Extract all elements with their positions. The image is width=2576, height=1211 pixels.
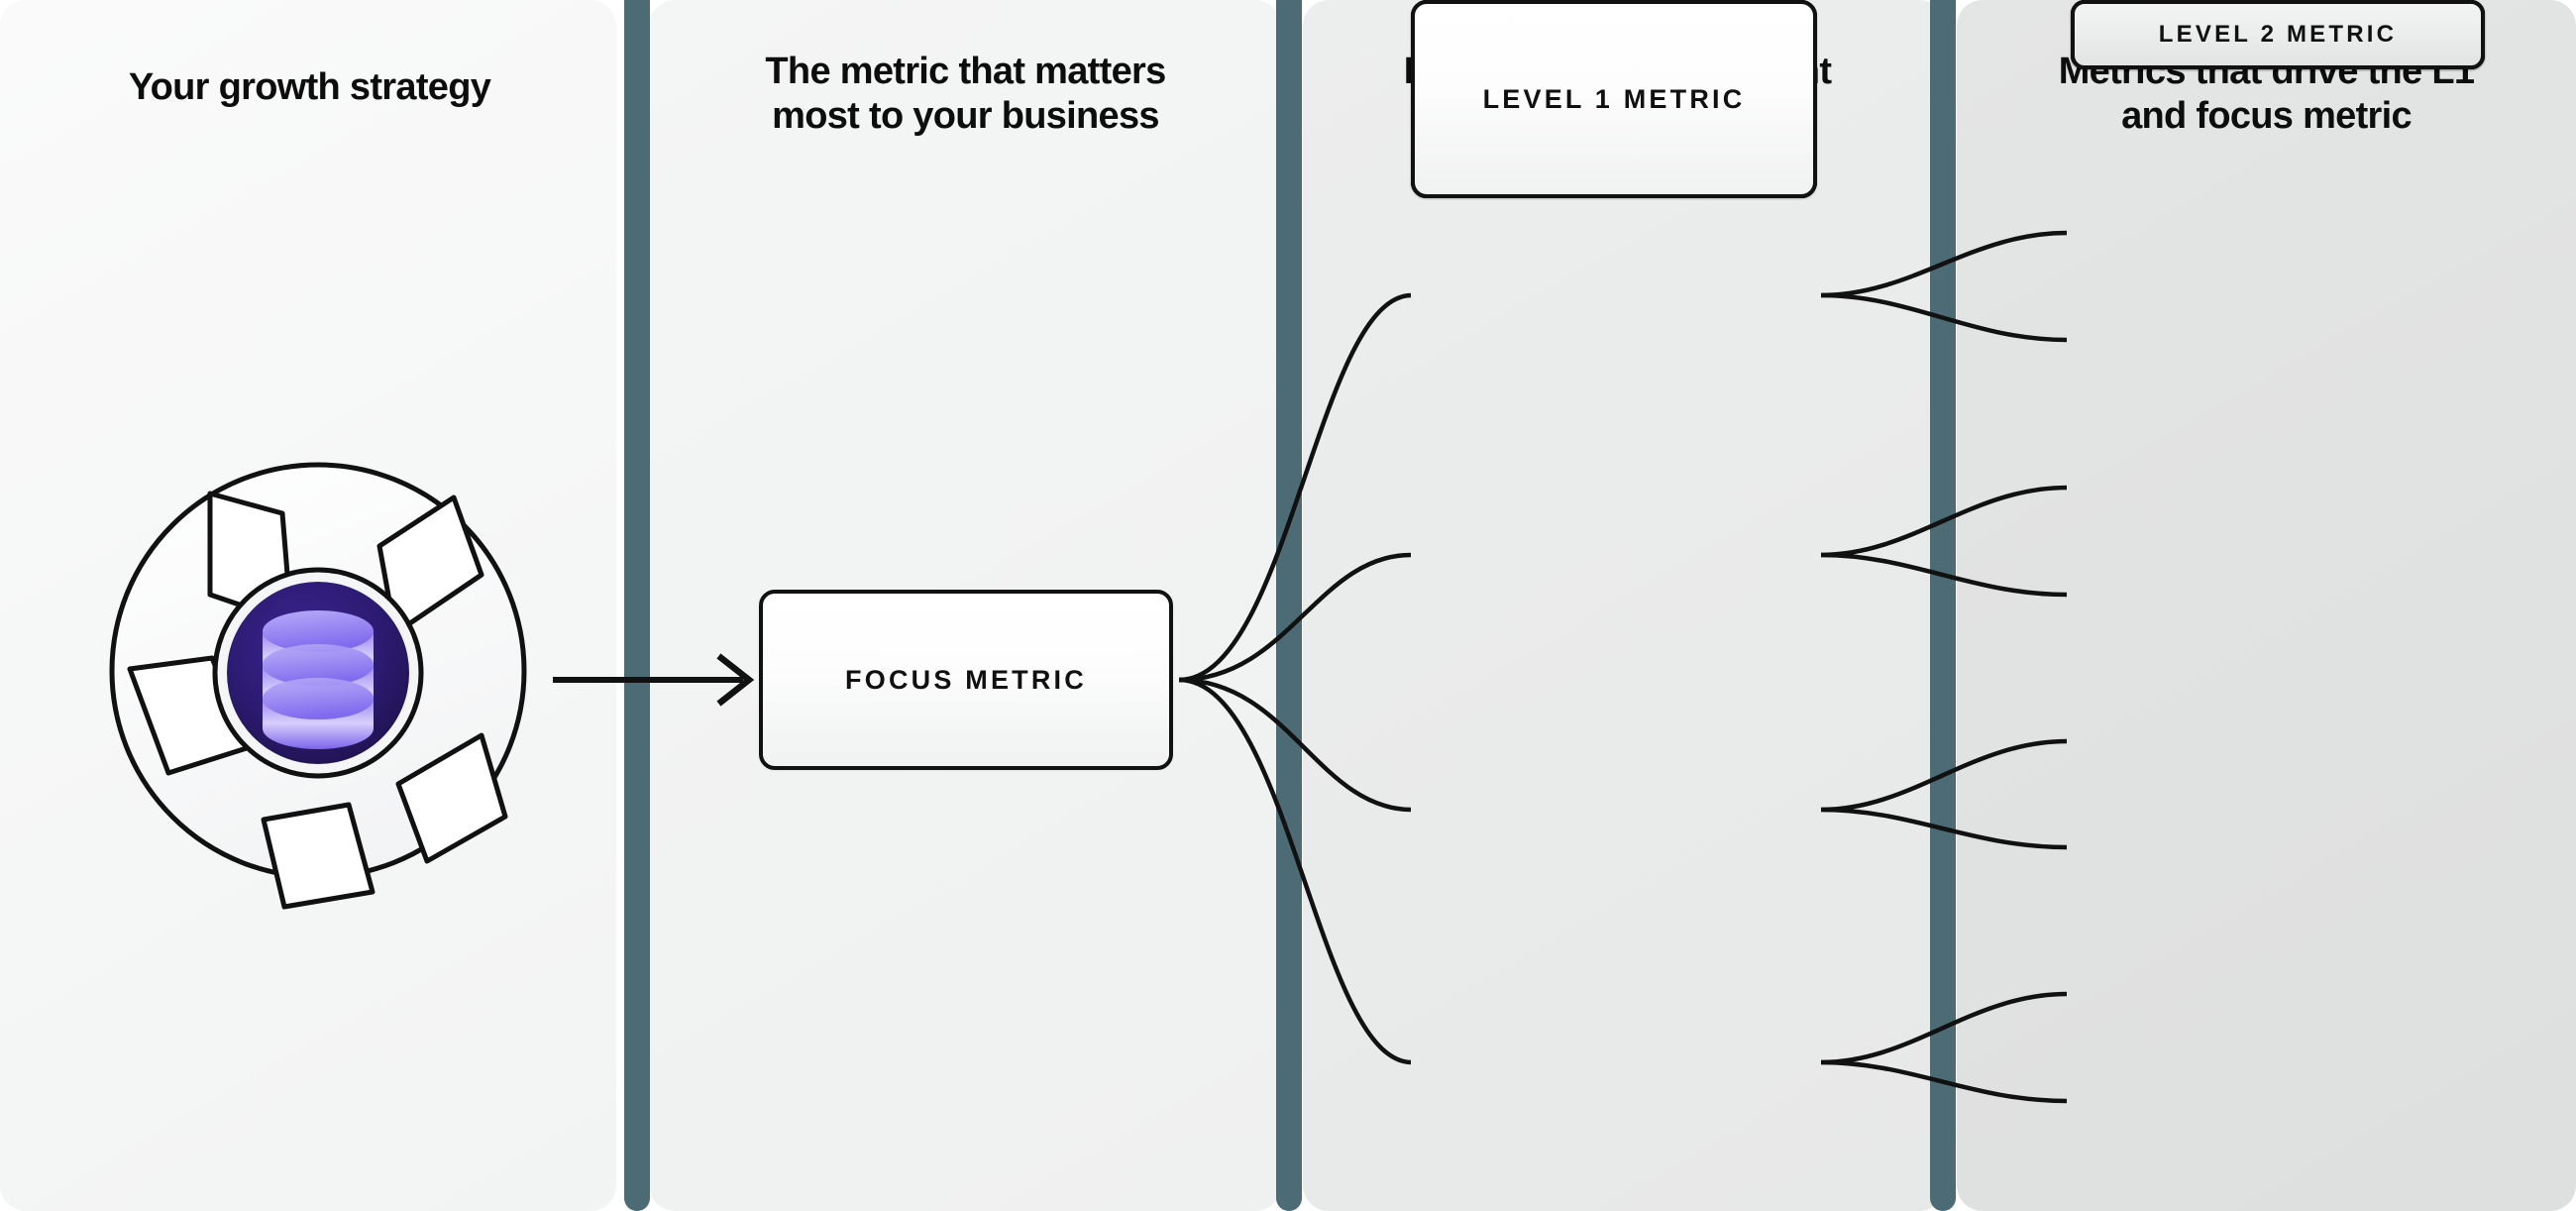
- column-divider-1: [624, 0, 650, 1211]
- growth-strategy-logo: [85, 428, 551, 914]
- database-icon: [263, 610, 374, 749]
- column-divider-3: [1930, 0, 1956, 1211]
- column-panel-level-2: [1957, 0, 2576, 1211]
- column-heading-focus-metric: The metric that matters most to your bus…: [765, 51, 1166, 137]
- node-focus-metric[interactable]: FOCUS METRIC: [759, 590, 1173, 770]
- node-level-1-metric-4[interactable]: LEVEL 1 METRIC: [1411, 0, 1817, 198]
- column-divider-2: [1276, 0, 1302, 1211]
- column-heading-growth-strategy: Your growth strategy: [128, 66, 491, 108]
- node-level-2-metric-8[interactable]: LEVEL 2 METRIC: [2071, 0, 2485, 69]
